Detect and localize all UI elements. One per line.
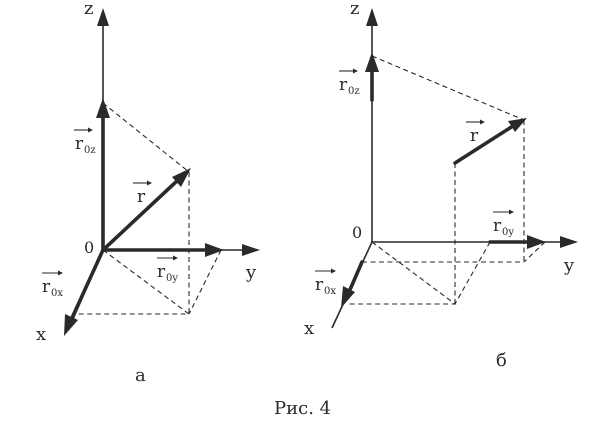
svg-text:r: r bbox=[157, 262, 166, 282]
svg-text:r: r bbox=[315, 275, 324, 295]
b-dashed-base bbox=[349, 241, 457, 305]
svg-text:r: r bbox=[137, 187, 146, 207]
a-vector-r0x bbox=[70, 248, 105, 320]
a-label-r0x: r 0x bbox=[42, 270, 63, 299]
svg-text:r: r bbox=[75, 134, 84, 154]
b-vector-r0x bbox=[347, 260, 364, 294]
b-x-label: x bbox=[304, 318, 314, 339]
svg-text:0y: 0y bbox=[166, 273, 178, 284]
b-vector-r0z-head bbox=[365, 52, 379, 72]
a-z-label: z bbox=[84, 0, 93, 19]
svg-text:0x: 0x bbox=[324, 286, 336, 297]
svg-text:0z: 0z bbox=[348, 86, 360, 97]
b-label-r0z: r 0z bbox=[339, 68, 360, 97]
svg-text:0y: 0y bbox=[502, 227, 514, 238]
a-origin-label: 0 bbox=[84, 238, 94, 257]
b-dashed-y-to-base bbox=[454, 241, 491, 305]
b-y-arrowhead bbox=[560, 236, 578, 248]
a-dashed-top bbox=[102, 102, 190, 173]
a-vector-r bbox=[101, 178, 180, 252]
svg-text:r: r bbox=[493, 216, 502, 236]
a-caption: а bbox=[135, 365, 146, 386]
figure-caption: Рис. 4 bbox=[274, 398, 331, 419]
panel-a: z y x 0 r 0z r r 0y r 0x а bbox=[36, 0, 260, 386]
b-label-r0y: r 0y bbox=[493, 209, 514, 238]
b-z-label: z bbox=[350, 0, 359, 19]
b-vector-r0x-head bbox=[341, 286, 355, 308]
a-vector-r0z-head bbox=[96, 98, 110, 118]
a-dashed-base bbox=[76, 249, 191, 315]
a-vector-r0x-head bbox=[64, 314, 78, 336]
a-z-arrowhead bbox=[97, 8, 109, 26]
a-x-label: x bbox=[36, 324, 46, 345]
b-label-r: r bbox=[466, 119, 485, 146]
b-dashed-back-right bbox=[523, 241, 546, 263]
panel-b: z y x 0 r 0z r r 0y r 0x б bbox=[304, 0, 578, 371]
b-vector-r bbox=[453, 124, 515, 165]
a-vector-r0y-head bbox=[205, 243, 224, 257]
svg-text:0z: 0z bbox=[84, 145, 96, 156]
a-label-r0z: r 0z bbox=[74, 127, 96, 156]
svg-text:r: r bbox=[470, 126, 479, 146]
b-dashed-top-back bbox=[371, 55, 525, 121]
a-label-r0y: r 0y bbox=[157, 255, 178, 284]
b-origin-label: 0 bbox=[352, 223, 362, 242]
svg-text:r: r bbox=[42, 277, 51, 297]
a-y-arrowhead bbox=[242, 244, 260, 256]
a-y-label: y bbox=[245, 262, 257, 283]
b-vector-r-head bbox=[508, 118, 527, 132]
a-vector-r-head bbox=[172, 168, 191, 187]
b-z-arrowhead bbox=[366, 8, 378, 26]
b-label-r0x: r 0x bbox=[315, 268, 336, 297]
svg-text:0x: 0x bbox=[51, 288, 63, 299]
a-label-r: r bbox=[133, 180, 152, 207]
b-y-label: y bbox=[563, 255, 575, 276]
b-vector-r0y-head bbox=[527, 235, 546, 249]
svg-text:r: r bbox=[339, 75, 348, 95]
a-dashed-y-to-base bbox=[188, 249, 222, 315]
b-caption: б bbox=[496, 350, 507, 371]
